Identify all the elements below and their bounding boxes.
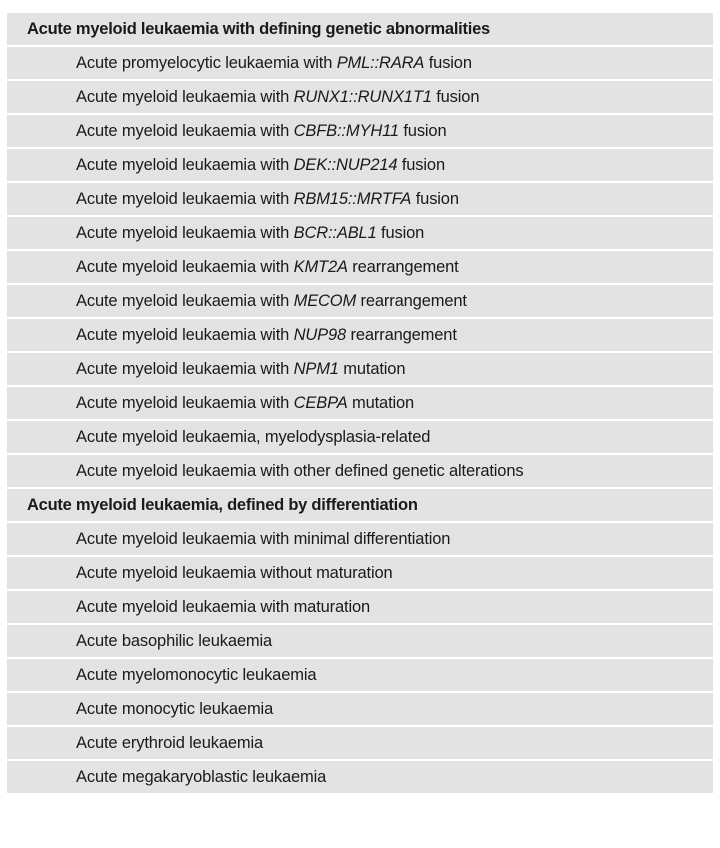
- table-body: Acute myeloid leukaemia with defining ge…: [7, 13, 713, 793]
- table-row: Acute myelomonocytic leukaemia: [7, 659, 713, 691]
- aml-classification-table: Acute myeloid leukaemia with defining ge…: [7, 11, 713, 795]
- entity-label: Acute myeloid leukaemia with other defin…: [7, 455, 713, 487]
- table-row: Acute erythroid leukaemia: [7, 727, 713, 759]
- entity-label: Acute megakaryoblastic leukaemia: [7, 761, 713, 793]
- gene-name-text: KMT2A: [293, 258, 348, 276]
- entity-label: Acute myeloid leukaemia with minimal dif…: [7, 523, 713, 555]
- table-row: Acute promyelocytic leukaemia with PML::…: [7, 47, 713, 79]
- table-row: Acute myeloid leukaemia with maturation: [7, 591, 713, 623]
- entity-label: Acute myeloid leukaemia with KMT2A rearr…: [7, 251, 713, 283]
- gene-name-text: NUP98: [293, 326, 347, 344]
- entity-label: Acute basophilic leukaemia: [7, 625, 713, 657]
- entity-label: Acute erythroid leukaemia: [7, 727, 713, 759]
- entity-label: Acute myeloid leukaemia with BCR::ABL1 f…: [7, 217, 713, 249]
- label-suffix-text: mutation: [347, 394, 415, 412]
- label-suffix-text: fusion: [397, 156, 445, 174]
- table-row: Acute myeloid leukaemia with DEK::NUP214…: [7, 149, 713, 181]
- entity-label: Acute myeloid leukaemia with RUNX1::RUNX…: [7, 81, 713, 113]
- gene-name-text: CBFB::MYH11: [293, 122, 399, 140]
- label-prefix-text: Acute monocytic leukaemia: [76, 700, 274, 718]
- entity-label: Acute myeloid leukaemia with DEK::NUP214…: [7, 149, 713, 181]
- label-prefix-text: Acute myeloid leukaemia with: [76, 292, 294, 310]
- label-prefix-text: Acute myeloid leukaemia, myelodysplasia-…: [76, 428, 431, 446]
- entity-label: Acute myeloid leukaemia with RBM15::MRTF…: [7, 183, 713, 215]
- table-row: Acute myeloid leukaemia with NUP98 rearr…: [7, 319, 713, 351]
- label-suffix-text: fusion: [376, 224, 425, 242]
- entity-label: Acute myeloid leukaemia without maturati…: [7, 557, 713, 589]
- label-suffix-text: fusion: [398, 122, 447, 140]
- label-prefix-text: Acute megakaryoblastic leukaemia: [76, 768, 327, 786]
- entity-label: Acute myelomonocytic leukaemia: [7, 659, 713, 691]
- gene-name-text: NPM1: [293, 360, 339, 378]
- label-suffix-text: fusion: [411, 190, 459, 208]
- section-header-label: Acute myeloid leukaemia, defined by diff…: [7, 489, 713, 521]
- label-prefix-text: Acute myeloid leukaemia with: [76, 156, 294, 174]
- label-prefix-text: Acute myeloid leukaemia with: [76, 360, 294, 378]
- label-suffix-text: rearrangement: [356, 292, 467, 310]
- label-suffix-text: rearrangement: [346, 326, 457, 344]
- label-prefix-text: Acute myeloid leukaemia with: [76, 224, 294, 242]
- label-prefix-text: Acute basophilic leukaemia: [76, 632, 273, 650]
- table-row: Acute myeloid leukaemia, myelodysplasia-…: [7, 421, 713, 453]
- gene-name-text: DEK::NUP214: [293, 156, 398, 174]
- gene-name-text: MECOM: [293, 292, 357, 310]
- section-header-label: Acute myeloid leukaemia with defining ge…: [7, 13, 713, 45]
- label-suffix-text: rearrangement: [347, 258, 459, 276]
- section-header-row: Acute myeloid leukaemia with defining ge…: [7, 13, 713, 45]
- table-row: Acute myeloid leukaemia with MECOM rearr…: [7, 285, 713, 317]
- entity-label: Acute myeloid leukaemia with NUP98 rearr…: [7, 319, 713, 351]
- section-header-row: Acute myeloid leukaemia, defined by diff…: [7, 489, 713, 521]
- table-row: Acute myeloid leukaemia with KMT2A rearr…: [7, 251, 713, 283]
- table-row: Acute myeloid leukaemia with other defin…: [7, 455, 713, 487]
- label-prefix-text: Acute erythroid leukaemia: [76, 734, 264, 752]
- table-row: Acute myeloid leukaemia with RBM15::MRTF…: [7, 183, 713, 215]
- label-prefix-text: Acute myeloid leukaemia with defining ge…: [27, 20, 490, 38]
- gene-name-text: PML::RARA: [336, 54, 425, 72]
- table-row: Acute myeloid leukaemia with BCR::ABL1 f…: [7, 217, 713, 249]
- entity-label: Acute monocytic leukaemia: [7, 693, 713, 725]
- label-prefix-text: Acute myeloid leukaemia with maturation: [76, 598, 371, 616]
- label-prefix-text: Acute myeloid leukaemia with: [76, 88, 294, 106]
- gene-name-text: RBM15::MRTFA: [293, 190, 412, 208]
- table-row: Acute myeloid leukaemia with minimal dif…: [7, 523, 713, 555]
- entity-label: Acute myeloid leukaemia with maturation: [7, 591, 713, 623]
- table-row: Acute myeloid leukaemia with RUNX1::RUNX…: [7, 81, 713, 113]
- gene-name-text: CEBPA: [293, 394, 348, 412]
- label-prefix-text: Acute myelomonocytic leukaemia: [76, 666, 317, 684]
- entity-label: Acute myeloid leukaemia, myelodysplasia-…: [7, 421, 713, 453]
- label-prefix-text: Acute myeloid leukaemia, defined by diff…: [27, 496, 418, 514]
- label-prefix-text: Acute myeloid leukaemia with: [76, 394, 294, 412]
- entity-label: Acute myeloid leukaemia with MECOM rearr…: [7, 285, 713, 317]
- table-row: Acute myeloid leukaemia with NPM1 mutati…: [7, 353, 713, 385]
- entity-label: Acute myeloid leukaemia with NPM1 mutati…: [7, 353, 713, 385]
- table-row: Acute myeloid leukaemia with CBFB::MYH11…: [7, 115, 713, 147]
- label-suffix-text: mutation: [338, 360, 406, 378]
- entity-label: Acute myeloid leukaemia with CEBPA mutat…: [7, 387, 713, 419]
- label-prefix-text: Acute myeloid leukaemia with: [76, 190, 294, 208]
- entity-label: Acute myeloid leukaemia with CBFB::MYH11…: [7, 115, 713, 147]
- table-row: Acute myeloid leukaemia without maturati…: [7, 557, 713, 589]
- table-row: Acute monocytic leukaemia: [7, 693, 713, 725]
- label-prefix-text: Acute promyelocytic leukaemia with: [76, 54, 337, 72]
- table-row: Acute basophilic leukaemia: [7, 625, 713, 657]
- label-suffix-text: fusion: [424, 54, 472, 72]
- entity-label: Acute promyelocytic leukaemia with PML::…: [7, 47, 713, 79]
- table-row: Acute megakaryoblastic leukaemia: [7, 761, 713, 793]
- label-prefix-text: Acute myeloid leukaemia with minimal dif…: [76, 530, 451, 548]
- label-prefix-text: Acute myeloid leukaemia with: [76, 326, 294, 344]
- label-prefix-text: Acute myeloid leukaemia without maturati…: [76, 564, 393, 582]
- label-prefix-text: Acute myeloid leukaemia with: [76, 122, 294, 140]
- label-suffix-text: fusion: [431, 88, 480, 106]
- gene-name-text: RUNX1::RUNX1T1: [293, 88, 432, 106]
- label-prefix-text: Acute myeloid leukaemia with: [76, 258, 294, 276]
- label-prefix-text: Acute myeloid leukaemia with other defin…: [76, 462, 524, 480]
- gene-name-text: BCR::ABL1: [293, 224, 377, 242]
- table-row: Acute myeloid leukaemia with CEBPA mutat…: [7, 387, 713, 419]
